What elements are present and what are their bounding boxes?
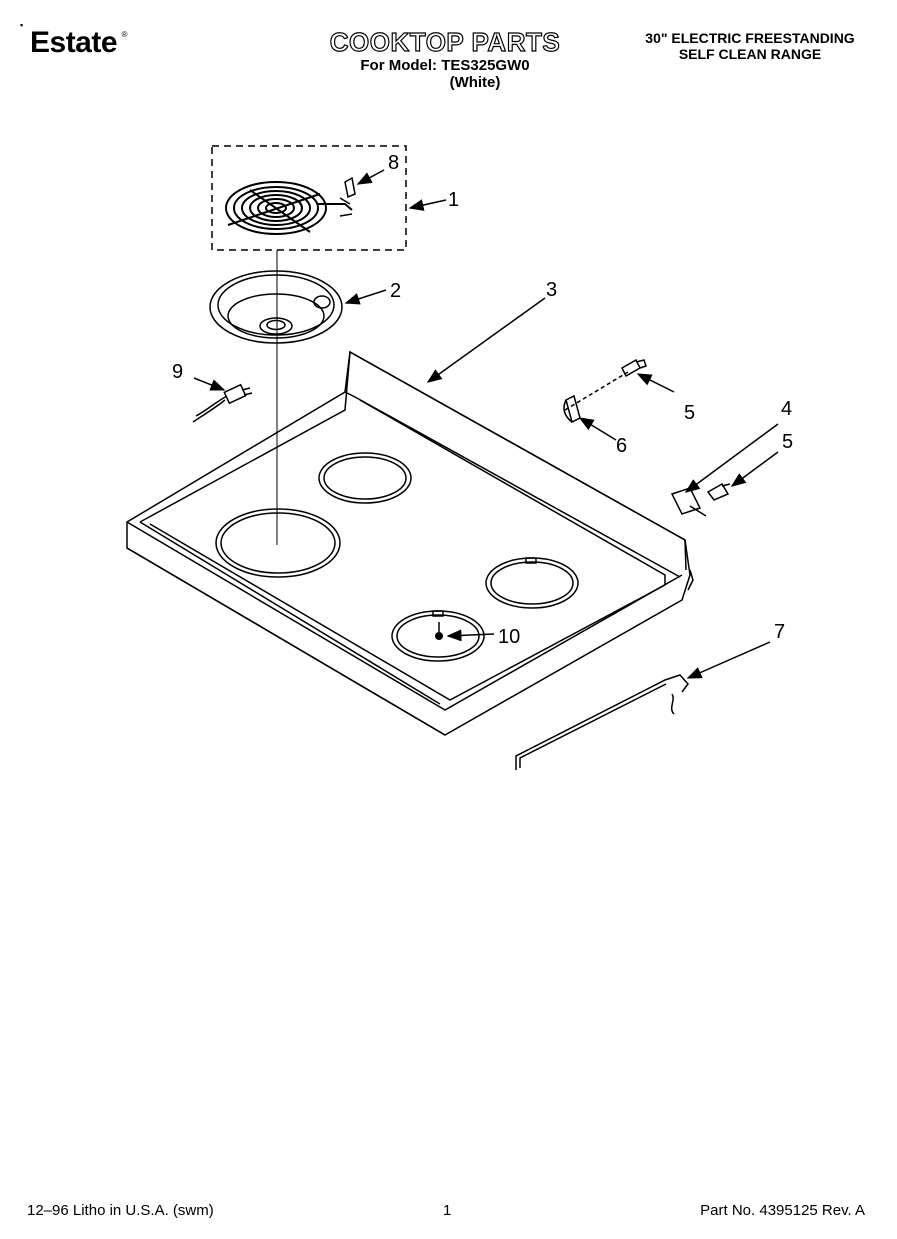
upper-bracket-hardware <box>563 358 647 424</box>
print-info: 12–96 Litho in U.S.A. (swm) <box>27 1202 214 1219</box>
callout-2: 2 <box>390 280 401 302</box>
callout-5b: 5 <box>782 431 793 453</box>
logo-mark-icon: ▪ <box>20 20 23 30</box>
description-line-2: SELF CLEAN RANGE <box>678 46 822 62</box>
registered-mark: ® <box>121 30 128 39</box>
page-number: 1 <box>443 1202 452 1219</box>
color-line: (White) <box>449 74 501 91</box>
drip-pan <box>209 270 343 344</box>
page-title: COOKTOP PARTS <box>329 27 561 57</box>
product-description: 30" ELECTRIC FREESTANDING SELF CLEAN RAN… <box>630 30 870 62</box>
callout-1: 1 <box>448 189 459 211</box>
callout-leaders <box>193 169 779 679</box>
callout-4: 4 <box>781 398 792 420</box>
surface-element-assembly <box>211 145 407 251</box>
callout-9: 9 <box>172 361 183 383</box>
model-line: For Model: TES325GW0 <box>360 57 530 74</box>
part-number: Part No. 4395125 Rev. A <box>700 1202 865 1219</box>
screw-part-10 <box>435 622 443 640</box>
cooktop <box>126 350 694 736</box>
wire-connector <box>192 383 253 423</box>
side-bracket-hardware <box>670 482 731 517</box>
callout-8: 8 <box>388 152 399 174</box>
description-line-1: 30" ELECTRIC FREESTANDING <box>645 30 855 46</box>
estate-logo: ▪ Estate ® <box>20 20 128 60</box>
callout-3: 3 <box>546 279 557 301</box>
callout-6: 6 <box>616 435 627 457</box>
callout-10: 10 <box>498 626 520 648</box>
callout-5a: 5 <box>684 402 695 424</box>
brand-name: Estate <box>30 26 118 59</box>
support-rod <box>515 674 689 770</box>
model-info: For Model: TES325GW0 (White) <box>340 57 550 91</box>
callout-7: 7 <box>774 621 785 643</box>
